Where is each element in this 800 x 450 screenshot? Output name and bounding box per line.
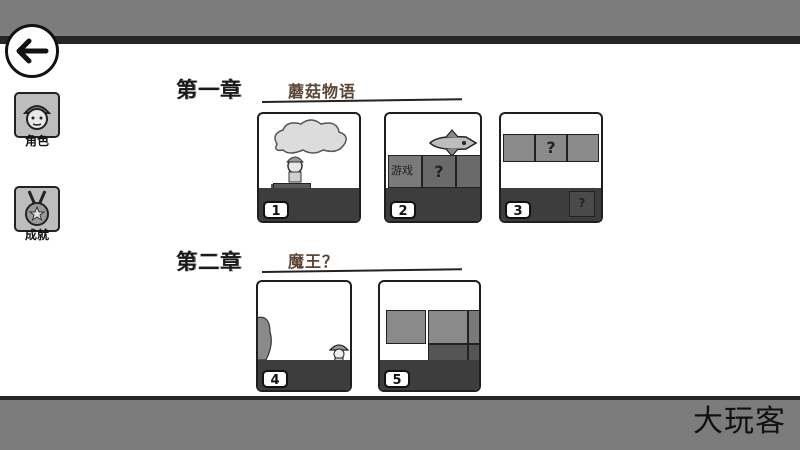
question-block: ? (535, 134, 567, 162)
sidebar-item-character[interactable]: 角色 (12, 92, 62, 149)
level-number: 2 (390, 201, 416, 219)
brick-block (386, 310, 426, 344)
level-card-1[interactable]: 1 (257, 112, 361, 223)
brick-block (456, 155, 480, 188)
chapter-1-title: 蘑菇物语 (288, 82, 357, 101)
chapter-1-label: 第一章 (176, 78, 242, 102)
level-card-2[interactable]: 游戏 ? 2 (384, 112, 482, 223)
level-number: 4 (262, 370, 288, 388)
chapter-2-title: 魔王？ (288, 252, 340, 271)
medal-icon (14, 186, 60, 232)
rocket-icon (428, 129, 478, 157)
level-card-3[interactable]: ? ? 3 (499, 112, 603, 223)
brick-block (567, 134, 599, 162)
chapter-2-label: 第二章 (176, 250, 242, 274)
character-icon (14, 92, 60, 138)
watermark-logo: 大玩客 (693, 404, 786, 439)
hidden-question-block: ? (569, 191, 595, 217)
level-number: 1 (263, 201, 289, 219)
brick-block (428, 310, 468, 344)
bottom-frame (0, 400, 800, 450)
cloud-icon (274, 119, 347, 183)
sidebar-item-label: 成就 (24, 228, 49, 242)
question-block: ? (422, 155, 456, 188)
top-frame-edge (0, 36, 800, 46)
brick-block (468, 310, 479, 344)
level-card-5[interactable]: 5 (378, 280, 481, 392)
brick-block (503, 134, 535, 162)
back-button[interactable] (5, 24, 59, 78)
arrow-left-icon (16, 38, 49, 64)
sidebar-item-achievements[interactable]: 成就 (12, 186, 62, 243)
sign-block: 游戏 (388, 155, 422, 188)
sign-text: 游戏 (391, 164, 413, 177)
level-number: 5 (384, 370, 410, 388)
sidebar-item-label: 角色 (24, 134, 49, 148)
level-card-4[interactable]: 4 (256, 280, 352, 392)
level-number: 3 (505, 201, 531, 219)
rock-icon (258, 316, 272, 361)
